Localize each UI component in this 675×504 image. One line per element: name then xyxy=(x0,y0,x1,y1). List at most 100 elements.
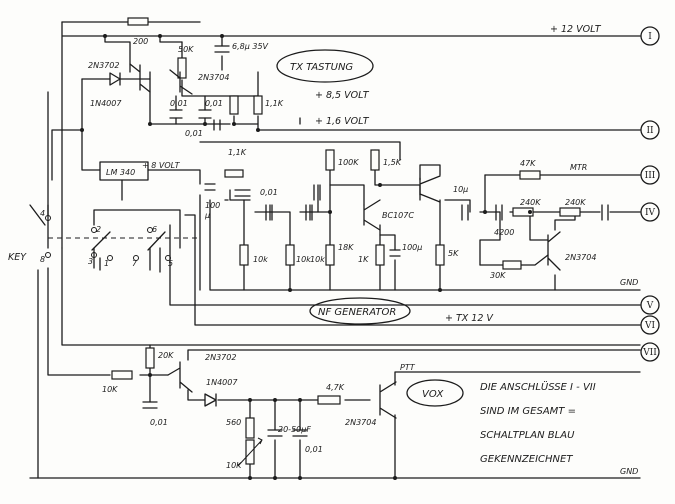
resistor-50k xyxy=(177,57,187,79)
vox-bubble xyxy=(406,379,464,407)
tx-tastung-label: TX TASTUNG xyxy=(290,62,353,73)
svg-text:20K: 20K xyxy=(158,351,174,360)
svg-text:2N3702: 2N3702 xyxy=(205,353,236,362)
note-line-4: GEKENNZEICHNET xyxy=(480,454,573,465)
junctions xyxy=(80,34,532,480)
lm340-label: LM 340 xyxy=(106,168,135,177)
label-8v: + 8 VOLT xyxy=(142,161,181,170)
potentiometer-10k xyxy=(245,439,255,465)
capacitor-6-8u xyxy=(214,45,230,53)
svg-text:4,7K: 4,7K xyxy=(326,383,345,392)
vox-label: VOX xyxy=(422,389,444,400)
capacitor-out xyxy=(601,204,609,221)
svg-text:10μ: 10μ xyxy=(453,185,468,194)
svg-text:10K: 10K xyxy=(226,461,242,470)
svg-text:47K: 47K xyxy=(520,159,536,168)
svg-text:100μ: 100μ xyxy=(402,243,422,252)
svg-text:0,01: 0,01 xyxy=(150,418,168,427)
nf-generator-bubble xyxy=(309,297,411,325)
terminal-II: II xyxy=(640,120,660,140)
capacitor-osc-2 xyxy=(305,204,313,221)
svg-text:10k: 10k xyxy=(296,255,311,264)
resistor-560 xyxy=(245,417,255,439)
svg-text:IV: IV xyxy=(645,208,656,218)
terminal-I: I xyxy=(640,26,660,46)
resistor-240k-a xyxy=(512,207,534,217)
svg-text:BC107C: BC107C xyxy=(382,211,414,220)
label-tx12v: + TX 12 V xyxy=(445,313,494,324)
svg-text:II: II xyxy=(646,126,654,136)
resistor-100k xyxy=(325,149,335,171)
transistor-2n3704-b xyxy=(547,231,561,271)
transistor-2n3704-a xyxy=(169,69,193,95)
capacitor-0-01-f xyxy=(292,429,308,437)
svg-text:10k: 10k xyxy=(253,255,268,264)
capacitor-0-01-d xyxy=(234,189,251,197)
lm340-block xyxy=(99,161,149,181)
svg-text:20-50μF: 20-50μF xyxy=(278,425,311,434)
svg-text:VII: VII xyxy=(642,348,657,358)
resistor-10k-d xyxy=(111,370,133,380)
svg-text:1,1K: 1,1K xyxy=(228,148,247,157)
diode-1n4007-b xyxy=(204,393,217,407)
svg-text:18K: 18K xyxy=(338,243,354,252)
labels: + 12 VOLT + 8,5 VOLT + 1,6 VOLT + 8 VOLT… xyxy=(8,24,638,476)
svg-text:240K: 240K xyxy=(565,198,586,207)
resistor-20k xyxy=(145,347,155,369)
resistor-5k xyxy=(435,244,445,266)
transistor-2n3702-a xyxy=(129,63,151,93)
capacitor-10u xyxy=(461,204,469,221)
terminals: I II III IV V VI VII xyxy=(640,26,660,362)
svg-text:0,01: 0,01 xyxy=(260,188,278,197)
svg-text:1N4007: 1N4007 xyxy=(206,378,238,387)
transistors xyxy=(129,63,561,419)
capacitor-20-50u xyxy=(267,429,283,437)
svg-text:0,01: 0,01 xyxy=(305,445,323,454)
resistors xyxy=(111,17,581,467)
svg-text:0,01: 0,01 xyxy=(170,99,188,108)
resistor-10k-a xyxy=(239,244,249,266)
diodes xyxy=(109,72,217,407)
capacitor-osc-1 xyxy=(265,204,273,221)
resistor-1-5k xyxy=(370,149,380,171)
terminal-III: III xyxy=(640,165,660,185)
terminal-V: V xyxy=(640,295,660,315)
label-gnd-top: GND xyxy=(620,278,638,287)
wiring xyxy=(29,21,641,479)
svg-text:8: 8 xyxy=(40,255,45,264)
capacitor-0-01-c xyxy=(213,119,221,131)
svg-text:I: I xyxy=(648,32,652,42)
svg-text:2N3704: 2N3704 xyxy=(198,73,229,82)
resistor-200 xyxy=(127,17,149,26)
svg-text:III: III xyxy=(645,171,656,181)
svg-text:2N3702: 2N3702 xyxy=(88,61,119,70)
svg-text:200: 200 xyxy=(133,37,148,46)
resistor-1-1k-c xyxy=(224,169,244,178)
terminal-VI: VI xyxy=(640,315,660,335)
terminal-IV: IV xyxy=(640,202,660,222)
svg-text:6,8μ 35V: 6,8μ 35V xyxy=(232,42,269,51)
capacitor-100u-a xyxy=(204,183,216,191)
label-1-6v: + 1,6 VOLT xyxy=(315,116,370,127)
svg-text:1: 1 xyxy=(104,259,109,268)
svg-text:10k: 10k xyxy=(310,255,325,264)
svg-text:2N3704: 2N3704 xyxy=(345,418,376,427)
svg-text:30K: 30K xyxy=(490,271,506,280)
mtr-label: MTR xyxy=(570,163,587,172)
resistor-47k xyxy=(519,170,541,180)
capacitor-0-01-b xyxy=(198,109,212,119)
capacitor-0-01-a xyxy=(169,109,183,119)
svg-text:1K: 1K xyxy=(358,255,369,264)
svg-text:0,01: 0,01 xyxy=(205,99,223,108)
svg-text:VI: VI xyxy=(644,321,655,331)
svg-text:7: 7 xyxy=(132,259,138,268)
transistor-qbc-2 xyxy=(419,175,441,203)
label-gnd-bottom: GND xyxy=(620,467,638,476)
resistor-240k-b xyxy=(559,207,581,217)
svg-text:5: 5 xyxy=(168,259,173,268)
svg-text:V: V xyxy=(646,301,654,311)
svg-text:100: 100 xyxy=(205,201,220,210)
svg-text:4200: 4200 xyxy=(494,228,514,237)
